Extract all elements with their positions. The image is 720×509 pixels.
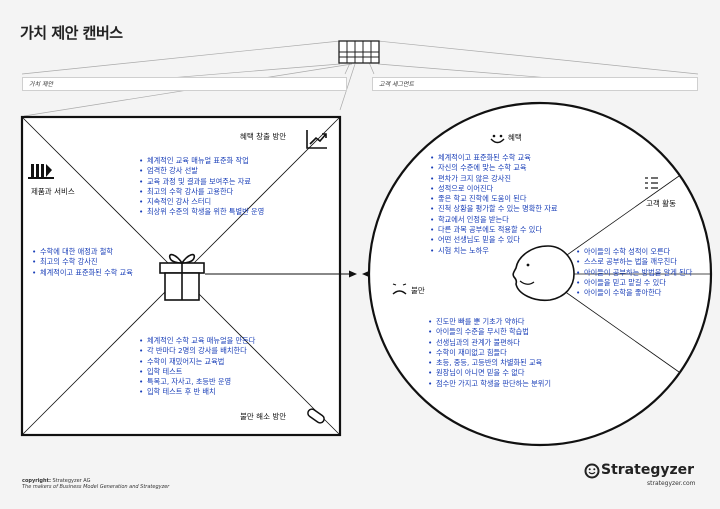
gain-creator-item: 교육 과정 및 결과를 보여주는 자료 <box>139 177 314 188</box>
gain-creators-list: 체계적인 교육 매뉴얼 표준화 작업엄격한 강사 선발교육 과정 및 결과를 보… <box>139 156 314 218</box>
pains-title: 불만 <box>411 286 425 295</box>
job-item: 아이들의 수학 성적이 오른다 <box>576 247 696 258</box>
value-proposition-label: 가치 제안 <box>29 81 53 88</box>
gain-creator-item: 체계적인 교육 매뉴얼 표준화 작업 <box>139 156 314 167</box>
pain-item: 수학이 재미없고 힘들다 <box>428 348 600 359</box>
jobs-list: 아이들의 수학 성적이 오른다스스로 공부하는 법을 깨우친다아이들이 공부하는… <box>576 247 696 299</box>
arrow-head-right <box>349 270 357 278</box>
gain-item: 어떤 선생님도 믿을 수 있다 <box>430 235 608 246</box>
job-item: 아이들이 공부하는 방법을 알게 된다 <box>576 268 696 279</box>
products-title: 제품과 서비스 <box>31 187 75 196</box>
gain-item: 시험 치는 노하우 <box>430 246 608 257</box>
gain-item: 진척 상황을 평가할 수 있는 명확한 자료 <box>430 204 608 215</box>
chart-trend-icon <box>306 130 327 149</box>
job-item: 아이들이 수학을 좋아한다 <box>576 288 696 299</box>
gain-creator-item: 엄격한 강사 선발 <box>139 166 314 177</box>
customer-face-icon <box>512 245 575 302</box>
customer-segment-label: 고객 세그먼트 <box>379 81 415 88</box>
pain-item: 아이들의 수준을 무시한 학습법 <box>428 327 600 338</box>
copyright-text: copyright: Strategyzer AG <box>22 478 91 484</box>
pain-item: 점수만 가지고 학생을 판단하는 분위기 <box>428 379 600 390</box>
gift-icon <box>159 253 205 301</box>
frown-icon <box>392 283 407 295</box>
tagline-text: The makers of Business Model Generation … <box>22 484 170 490</box>
pain-reliever-item: 수학이 재밌어지는 교육법 <box>139 357 319 368</box>
pain-reliever-item: 입학 테스트 후 반 배치 <box>139 387 319 398</box>
pain-item: 진도만 빠를 뿐 기초가 약하다 <box>428 317 600 328</box>
pain-item: 선생님과의 관계가 불편하다 <box>428 338 600 349</box>
copyright-bold: copyright: <box>22 478 51 484</box>
gain-item: 체계적이고 표준화된 수학 교육 <box>430 153 608 164</box>
products-list: 수학에 대한 애정과 철학최고의 수학 강사진체계적이고 표준화된 수학 교육 <box>32 247 152 278</box>
gain-item: 자신의 수준에 맞는 수학 교육 <box>430 163 608 174</box>
gain-item: 학교에서 인정을 받는다 <box>430 215 608 226</box>
gain-creator-item: 최고의 수학 강사를 고용한다 <box>139 187 314 198</box>
copyright-rest: Strategyzer AG <box>50 478 91 484</box>
product-item: 수학에 대한 애정과 철학 <box>32 247 152 258</box>
gain-item: 성적으로 이어진다 <box>430 184 608 195</box>
pain-reliever-item: 각 반마다 2명의 강사를 배치한다 <box>139 346 319 357</box>
smile-icon <box>490 134 505 144</box>
checklist-icon <box>645 177 658 189</box>
product-item: 최고의 수학 강사진 <box>32 257 152 268</box>
gain-item: 좋은 학교 진학에 도움이 된다 <box>430 194 608 205</box>
gain-item: 다른 과목 공부에도 적용할 수 있다 <box>430 225 608 236</box>
customer-segment-bar: 고객 세그먼트 <box>372 77 698 91</box>
product-item: 체계적이고 표준화된 수학 교육 <box>32 268 152 279</box>
page-title: 가치 제안 캔버스 <box>20 24 123 42</box>
pill-icon <box>307 408 325 424</box>
strategyzer-brand: Strategyzer <box>601 462 695 478</box>
gain-creators-title: 혜택 창출 방안 <box>240 132 287 141</box>
gain-creator-item: 지속적인 강사 스터디 <box>139 197 314 208</box>
pains-list: 진도만 빠를 뿐 기초가 약하다아이들의 수준을 무시한 학습법선생님과의 관계… <box>428 317 600 389</box>
pain-item: 원장님이 아니면 믿을 수 없다 <box>428 368 600 379</box>
pain-reliever-item: 체계적인 수학 교육 매뉴얼을 만든다 <box>139 336 319 347</box>
strategyzer-logo-icon <box>584 463 600 479</box>
strategyzer-url: strategyzer.com <box>647 480 696 487</box>
value-proposition-bar: 가치 제안 <box>22 77 347 91</box>
job-item: 아이들을 믿고 맡길 수 있다 <box>576 278 696 289</box>
pain-relievers-list: 체계적인 수학 교육 매뉴얼을 만든다각 반마다 2명의 강사를 배치한다수학이… <box>139 336 319 398</box>
gain-item: 편차가 크지 않은 강사진 <box>430 174 608 185</box>
pain-relievers-title: 불만 해소 방안 <box>240 412 287 421</box>
products-icon <box>28 164 54 179</box>
pain-item: 초등, 중등, 고등반의 차별화된 교육 <box>428 358 600 369</box>
pain-reliever-item: 입학 테스트 <box>139 367 319 378</box>
jobs-title: 고객 활동 <box>646 199 676 208</box>
gain-creator-item: 최상위 수준의 학생을 위한 특별반 운영 <box>139 207 314 218</box>
pain-reliever-item: 특목고, 자사고, 초등반 운영 <box>139 377 319 388</box>
gains-title: 혜택 <box>508 133 522 142</box>
mini-canvas-icon <box>338 40 380 64</box>
gains-list: 체계적이고 표준화된 수학 교육자신의 수준에 맞는 수학 교육편차가 크지 않… <box>430 153 608 256</box>
job-item: 스스로 공부하는 법을 깨우친다 <box>576 257 696 268</box>
